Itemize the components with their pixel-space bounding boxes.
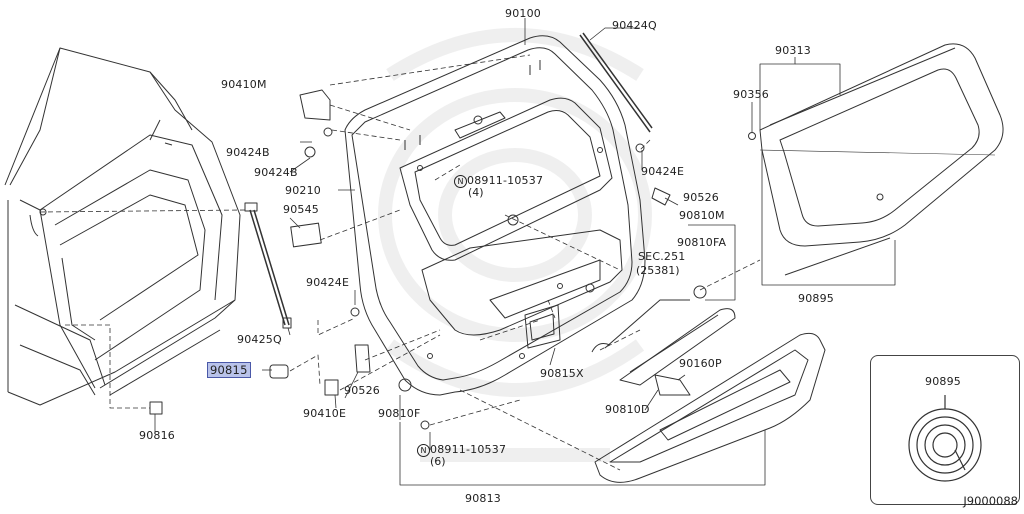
rear-glass-outline [759,43,1004,276]
label-90410e[interactable]: 90410E [303,407,347,420]
label-90526-1[interactable]: 90526 [683,191,719,204]
label-90424e-2[interactable]: 90424E [306,276,350,289]
inset-coil [908,395,982,482]
label-90210[interactable]: 90210 [285,184,321,197]
label-90356[interactable]: 90356 [733,88,769,101]
label-90813[interactable]: 90813 [465,492,501,505]
label-90526-2[interactable]: 90526 [344,384,380,397]
label-90160p[interactable]: 90160P [679,357,722,370]
label-90425q[interactable]: 90425Q [237,333,282,346]
gas-struts [244,32,653,329]
label-sec251-sub: (25381) [636,264,680,277]
inset-box [870,355,1020,505]
solid-leaders [154,18,896,486]
label-qty-4: (4) [468,186,484,199]
label-90810f[interactable]: 90810F [378,407,421,420]
label-08911-10537-top[interactable]: 08911-10537 [467,174,544,187]
label-sec251[interactable]: SEC.251 [638,250,686,263]
label-90815x[interactable]: 90815X [540,367,584,380]
label-90895-main[interactable]: 90895 [798,292,834,305]
label-90424q[interactable]: 90424Q [612,19,657,32]
label-90424b-1[interactable]: 90424B [226,146,270,159]
small-parts [149,89,756,430]
label-90816[interactable]: 90816 [139,429,175,442]
label-90810m[interactable]: 90810M [679,209,725,222]
vehicle-body-outline [4,47,241,406]
n-circle-symbol-bottom: N [417,444,430,457]
label-90545[interactable]: 90545 [283,203,319,216]
label-90410m[interactable]: 90410M [221,78,267,91]
label-qty-6: (6) [430,455,446,468]
label-90810d[interactable]: 90810D [605,403,650,416]
label-90810fa[interactable]: 90810FA [677,236,727,249]
label-90895-inset[interactable]: 90895 [925,375,961,388]
label-90424e-1[interactable]: 90424E [641,165,685,178]
diagram-reference-code: J9000088 [963,494,1018,508]
spoiler-outline [594,308,826,483]
leader-lines [39,54,761,471]
tailgate-outline [344,35,646,396]
label-90424b-2[interactable]: 90424B [254,166,298,179]
label-90313[interactable]: 90313 [775,44,811,57]
label-90815-highlighted[interactable]: 90815 [207,362,251,378]
label-08911-10537-bottom[interactable]: 08911-10537 [430,443,507,456]
n-circle-symbol-top: N [454,175,467,188]
label-90100[interactable]: 90100 [505,7,541,20]
